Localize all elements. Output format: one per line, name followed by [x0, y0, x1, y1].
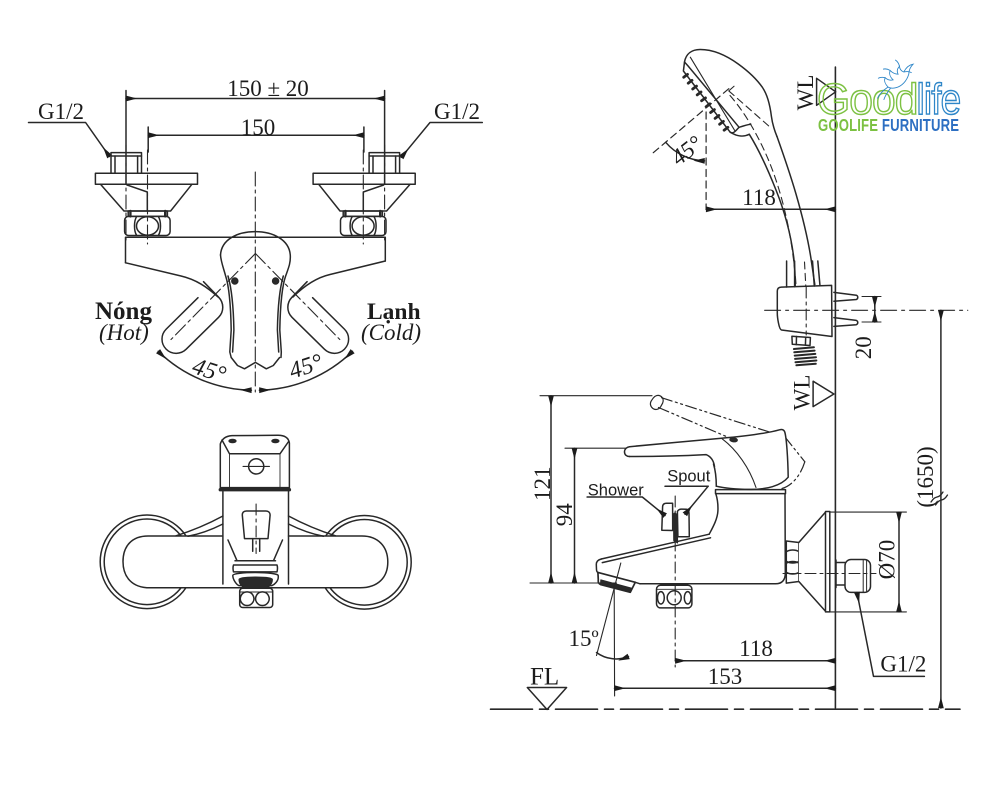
svg-text:Nóng: Nóng: [95, 298, 152, 325]
svg-text:G1/2: G1/2: [880, 652, 926, 677]
svg-text:G1/2: G1/2: [434, 99, 480, 124]
svg-text:Lạnh: Lạnh: [367, 299, 421, 325]
svg-text:15º: 15º: [569, 626, 599, 651]
svg-text:94: 94: [552, 503, 577, 527]
svg-text:45°: 45°: [286, 349, 326, 384]
svg-text:GOOLIFE FURNITURE: GOOLIFE FURNITURE: [818, 116, 959, 135]
svg-text:150: 150: [241, 115, 276, 140]
svg-text:Good: Good: [817, 75, 917, 124]
svg-text:(1650): (1650): [913, 446, 938, 507]
svg-text:(Hot): (Hot): [99, 320, 149, 345]
svg-text:45°: 45°: [189, 353, 229, 388]
svg-text:G1/2: G1/2: [38, 99, 84, 124]
svg-text:WL: WL: [789, 375, 814, 411]
svg-text:118: 118: [742, 185, 776, 210]
svg-text:121: 121: [530, 466, 555, 501]
svg-text:(Cold): (Cold): [361, 320, 421, 345]
svg-text:Spout: Spout: [667, 468, 711, 486]
svg-text:WL: WL: [793, 75, 818, 111]
svg-text:Shower: Shower: [588, 482, 644, 500]
svg-text:118: 118: [739, 636, 773, 661]
svg-text:150 ± 20: 150 ± 20: [227, 76, 309, 101]
svg-text:FL: FL: [530, 664, 559, 691]
svg-text:Ø70: Ø70: [874, 540, 899, 580]
svg-text:20: 20: [851, 336, 876, 359]
svg-text:153: 153: [708, 664, 743, 689]
svg-text:life: life: [917, 74, 961, 124]
